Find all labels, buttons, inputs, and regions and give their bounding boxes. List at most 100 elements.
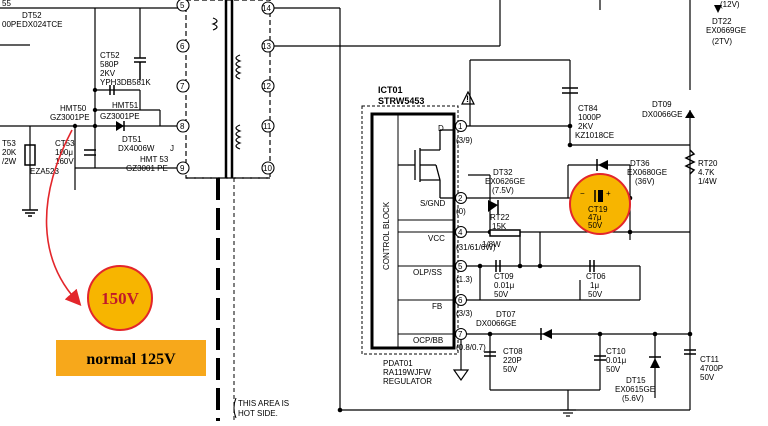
right-components — [484, 87, 696, 361]
ct19-plus: + — [606, 189, 611, 198]
pin-10: 10 — [263, 164, 272, 173]
ic-pin2-num: 2 — [458, 194, 463, 203]
ic-pin5-voltage: (1.3) — [456, 275, 473, 284]
ground-triangle — [452, 369, 470, 382]
pin-11: 11 — [263, 122, 272, 131]
pin-14: 14 — [262, 4, 271, 13]
dt15-v: (5.6V) — [622, 394, 644, 403]
ic-pin6-num: 6 — [458, 296, 463, 305]
v12-label: (12V) — [720, 0, 740, 9]
dt07-ref: DT07 — [496, 310, 516, 319]
hmt50-part: GZ3001PE — [50, 113, 90, 122]
dt52-ref: DT52 — [22, 11, 42, 20]
pin-5: 5 — [180, 1, 185, 10]
normal-voltage-label: normal 125V — [86, 351, 176, 368]
ct19-highlight — [569, 173, 631, 235]
hmt51-ref: HMT51 — [112, 101, 139, 110]
ct84-v1: 1000P — [578, 113, 601, 122]
ct84-part: KZ1018CE — [575, 131, 614, 140]
dt32-v: (7.5V) — [492, 186, 514, 195]
ic-pin1-name: D — [438, 124, 444, 133]
ct10-ref: CT10 — [606, 347, 626, 356]
rt20-v1: 4.7K — [698, 168, 715, 177]
measured-voltage-label: 150V — [101, 289, 140, 308]
r53-v2: /2W — [2, 157, 17, 166]
ct84-v2: 2KV — [578, 122, 594, 131]
l00pe-label: 00PE — [2, 20, 22, 29]
ic-pin6-name: FB — [432, 302, 442, 311]
ic-ref: ICT01 — [378, 85, 403, 95]
dt32-diode — [488, 200, 498, 212]
dt15-ref: DT15 — [626, 376, 646, 385]
ct09-ref: CT09 — [494, 272, 514, 281]
ct52-ref: CT52 — [100, 51, 120, 60]
hmt50-ref: HMT50 — [60, 104, 87, 113]
ct11-ref: CT11 — [700, 355, 720, 364]
ic-pin5-name: OLP/SS — [413, 268, 442, 277]
rt20-v2: 1/4W — [698, 177, 717, 186]
ct52-v1: 580P — [100, 60, 119, 69]
ct52-v2: 2KV — [100, 69, 116, 78]
pin-6: 6 — [180, 42, 185, 51]
measured-voltage-circle — [87, 265, 153, 331]
annotation-arrow — [45, 129, 82, 306]
pin-12: 12 — [262, 82, 271, 91]
ic-pin7-num: 7 — [458, 330, 463, 339]
ct84-ref: CT84 — [578, 104, 598, 113]
ic-pin5-num: 5 — [458, 262, 463, 271]
transformer-pin-circles — [176, 0, 275, 175]
pdat01-part: RA119WJFW — [383, 368, 431, 377]
dt51-diode — [116, 121, 124, 131]
ground-symbols — [560, 409, 576, 417]
ct19-minus: − — [580, 189, 585, 198]
hmt53-ref: HMT 53 — [140, 155, 169, 164]
j-label: J — [170, 144, 174, 153]
rt22-ref: RT22 — [490, 213, 510, 222]
ic-block-label: CONTROL BLOCK — [382, 201, 391, 270]
rt20-ref: RT20 — [698, 159, 718, 168]
ct08-ref: CT08 — [503, 347, 523, 356]
dt15-zener — [650, 358, 660, 368]
r53-v1: 20K — [2, 148, 17, 157]
primary-wiring — [274, 0, 691, 411]
dt52-part: DX024TCE — [22, 20, 62, 29]
eza-zener: EZA523 — [30, 167, 59, 176]
l55-label: 55 — [2, 0, 11, 8]
dt36-part: EX0680GE — [627, 168, 667, 177]
dt36-diode — [598, 160, 608, 170]
dt09-ref: DT09 — [652, 100, 672, 109]
dt22-diode — [714, 5, 722, 13]
ct09-v1: 0.01μ — [494, 281, 515, 290]
pin-7: 7 — [180, 82, 185, 91]
ic-pin7-voltage: (0.8/0.7) — [456, 343, 486, 352]
ct53-v2: 160V — [55, 157, 74, 166]
ct08-v1: 220P — [503, 356, 522, 365]
ic-pin6-voltage: (3/3) — [456, 309, 473, 318]
ic-pin2-voltage: (0) — [456, 207, 466, 216]
ic-part: STRW5453 — [378, 96, 424, 106]
rt22-v2: 1/8W — [482, 240, 501, 249]
hot-side-line1: THIS AREA IS — [238, 399, 289, 408]
warning-icon — [461, 90, 475, 105]
dt07-part: DX0066GE — [476, 319, 516, 328]
dt07-diode — [542, 329, 552, 339]
pin-8: 8 — [180, 122, 185, 131]
hot-side-line2: HOT SIDE. — [238, 409, 278, 418]
ct19-v1: 47μ — [588, 213, 602, 222]
dt51-part: DX4006W — [118, 144, 155, 153]
dt36-ref: DT36 — [630, 159, 650, 168]
dt36-v: (36V) — [635, 177, 655, 186]
dt22-part: EX0669GE — [706, 26, 746, 35]
dt15-part: EX0615GE — [615, 385, 655, 394]
ct08-v2: 50V — [503, 365, 518, 374]
ic-pin2-name: S/GND — [420, 199, 446, 208]
ic-pin4-voltage: (31/61/6W) — [456, 243, 496, 252]
left-components — [22, 57, 146, 217]
dt22-ref: DT22 — [712, 17, 732, 26]
junction-dots — [337, 123, 693, 413]
r53-ref: T53 — [2, 139, 16, 148]
dt09-diode — [685, 110, 695, 118]
left-wiring — [0, 7, 180, 210]
ct53-v1: 100μ — [55, 148, 73, 157]
